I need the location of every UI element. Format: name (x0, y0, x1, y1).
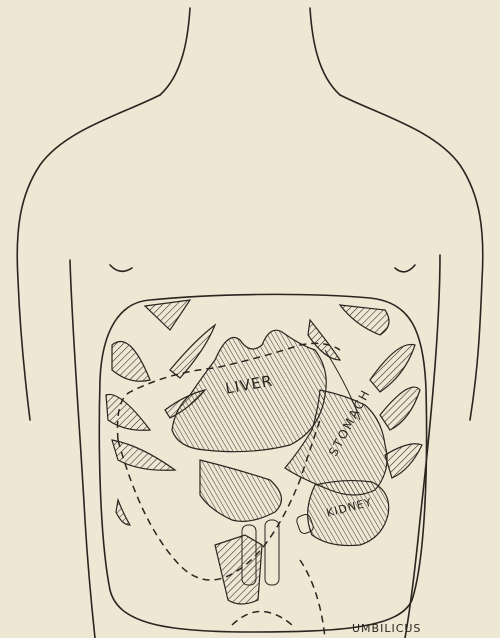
neck-left (160, 8, 190, 95)
nipple-right (395, 265, 415, 272)
torso-left (70, 260, 95, 638)
umbilicus-label: UMBILICUS (352, 622, 421, 635)
neck-right (310, 8, 340, 95)
shoulder-right (340, 95, 483, 420)
intestine-shape (200, 460, 281, 521)
umbilicus-ring-dashed (232, 612, 292, 626)
nipple-left (110, 265, 132, 271)
vessel-right (265, 520, 279, 585)
umbilicus-pointer-dashed (300, 560, 325, 638)
